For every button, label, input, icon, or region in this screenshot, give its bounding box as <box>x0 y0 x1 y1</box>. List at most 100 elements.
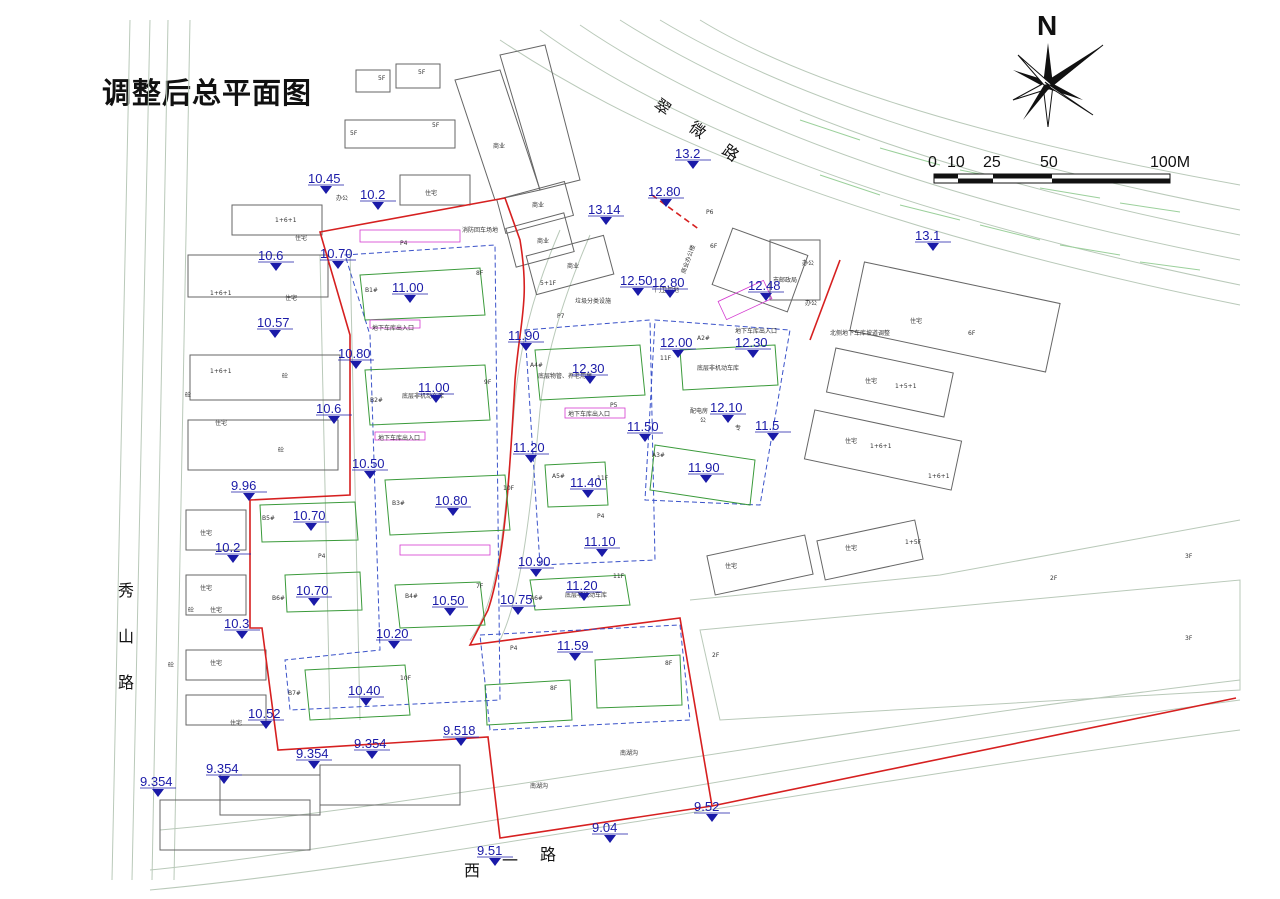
label-9f: 9F <box>484 379 492 386</box>
elevation-value: 12.30 <box>735 335 768 350</box>
label-commercial-4: 商业 <box>567 262 579 270</box>
label-ramp-note: 北侧地下车库坡道调整 <box>830 329 890 337</box>
label-b2: B2# <box>370 397 383 404</box>
elevation-triangle-icon <box>700 475 712 483</box>
label-b5: B5# <box>262 515 275 522</box>
elevation-triangle-icon <box>455 738 467 746</box>
label-res-9: 住宅 <box>230 719 242 727</box>
elevation-marker: 10.75 <box>500 592 536 615</box>
elevation-triangle-icon <box>525 455 537 463</box>
elevation-triangle-icon <box>227 555 239 563</box>
label-b6: B6# <box>272 595 285 602</box>
scale-label-0: 0 <box>928 154 937 171</box>
elevation-marker: 10.40 <box>348 683 384 706</box>
elevation-marker: 10.52 <box>248 706 284 729</box>
elevation-value: 11.50 <box>627 419 659 434</box>
elevation-marker: 10.20 <box>376 626 412 649</box>
elevation-triangle-icon <box>639 434 651 442</box>
label-a1: A6# <box>530 595 543 602</box>
road-cuiwei-2: 微 <box>686 118 710 143</box>
elevation-marker: 11.20 <box>566 578 602 601</box>
elevation-triangle-icon <box>270 263 282 271</box>
elevation-triangle-icon <box>512 607 524 615</box>
elevation-value: 10.57 <box>257 315 290 330</box>
elevation-marker: 9.04 <box>592 820 628 843</box>
elevation-value: 9.354 <box>296 746 329 761</box>
label-substation: 配电房 <box>690 407 708 415</box>
elevation-value: 10.6 <box>258 248 283 263</box>
label-brick-4: 砼 <box>168 661 174 669</box>
elevation-value: 11.20 <box>513 440 545 455</box>
label-office-1: 办公 <box>802 259 814 267</box>
elevation-value: 12.50 <box>620 273 653 288</box>
elevation-value: 10.52 <box>248 706 281 721</box>
elevation-value: 10.90 <box>518 554 551 569</box>
elevation-triangle-icon <box>664 290 676 298</box>
elevation-value: 9.51 <box>477 843 502 858</box>
elevation-marker: 10.80 <box>435 493 471 516</box>
elevation-triangle-icon <box>489 858 501 866</box>
road-xiyi-3: 路 <box>540 845 556 864</box>
elevation-triangle-icon <box>388 641 400 649</box>
label-3f-1: 3F <box>1185 553 1193 560</box>
elevation-triangle-icon <box>360 698 372 706</box>
scale-label-50: 50 <box>1040 154 1058 171</box>
elevation-triangle-icon <box>260 721 272 729</box>
elevation-value: 10.70 <box>320 246 353 261</box>
label-p4-3: P4 <box>510 645 518 652</box>
label-commercial-2: 商业 <box>532 201 544 209</box>
elevation-marker: 11.00 <box>392 280 428 303</box>
label-8f-1: 8F <box>476 270 484 277</box>
label-property: 底层物管、养老用房 <box>538 372 592 380</box>
elevation-triangle-icon <box>350 361 362 369</box>
label-11f-1: 11F <box>597 475 609 482</box>
label-5f-1: 5F <box>378 75 386 82</box>
elevation-value: 12.80 <box>652 275 685 290</box>
label-5f-3: 5F <box>350 130 358 137</box>
elevation-marker: 9.354 <box>140 774 176 797</box>
label-post: 市邮政局 <box>773 276 797 284</box>
site-boundary-dashed <box>651 194 701 231</box>
elevation-triangle-icon <box>364 471 376 479</box>
elevation-value: 10.50 <box>432 593 465 608</box>
label-floors-161-5: 1+6+1 <box>928 473 950 480</box>
label-2f-2: 2F <box>712 652 720 659</box>
label-office-3: 办公 <box>336 194 348 202</box>
elevation-triangle-icon <box>308 761 320 769</box>
label-floors-161-4: 1+6+1 <box>870 443 892 450</box>
label-res-6: 住宅 <box>200 584 212 592</box>
elevation-value: 9.96 <box>231 478 256 493</box>
label-bike-garage-1: 底层非机动车库 <box>402 392 444 400</box>
label-8f-3: 8F <box>665 660 673 667</box>
label-a5: A5# <box>552 473 565 480</box>
scale-label-100m: 100M <box>1150 154 1190 171</box>
label-11f-2: 11F <box>613 573 625 580</box>
north-arrow: N <box>1012 10 1104 128</box>
elevation-value: 9.04 <box>592 820 617 835</box>
elevation-value: 11.90 <box>688 460 720 475</box>
road-cuiwei-1: 翠 <box>651 95 675 120</box>
label-garage-entry-1: 地下车库出入口 <box>372 324 414 332</box>
elevation-marker: 13.14 <box>588 202 624 225</box>
elevation-value: 9.354 <box>206 761 239 776</box>
parking-rows <box>359 229 773 556</box>
elevation-value: 12.48 <box>748 278 781 293</box>
scale-label-25: 25 <box>983 154 1001 171</box>
label-res-7: 住宅 <box>210 606 222 614</box>
label-res-12: 住宅 <box>845 437 857 445</box>
label-fire-site: 消防回车场地 <box>462 226 498 234</box>
label-p4-2: P4 <box>318 553 326 560</box>
elevation-value: 11.00 <box>392 280 424 295</box>
label-p6: P6 <box>706 209 714 216</box>
surrounding-buildings <box>159 44 1061 851</box>
elevation-marker: 11.90 <box>508 328 544 351</box>
elevation-triangle-icon <box>578 593 590 601</box>
elevation-triangle-icon <box>447 508 459 516</box>
label-brick-3: 砼 <box>278 446 284 454</box>
elevation-marker: 10.70 <box>296 583 332 606</box>
label-p4-1: P4 <box>400 240 408 247</box>
elevation-marker: 10.2 <box>215 540 251 563</box>
elevation-value: 10.50 <box>352 456 385 471</box>
